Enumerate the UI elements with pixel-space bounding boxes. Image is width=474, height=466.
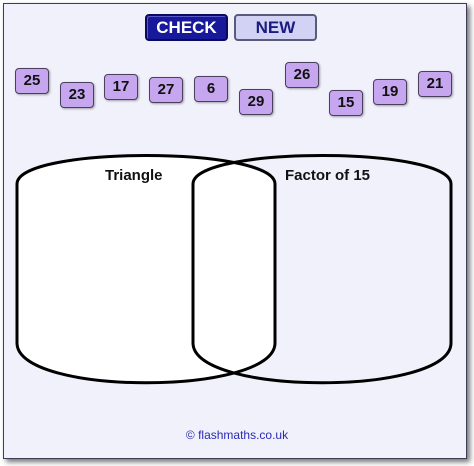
copyright-footer: © flashmaths.co.uk — [185, 428, 289, 442]
number-tile[interactable]: 29 — [239, 89, 273, 115]
number-tile[interactable]: 23 — [60, 82, 94, 108]
number-tile[interactable]: 17 — [104, 74, 138, 100]
number-tile[interactable]: 26 — [285, 62, 319, 88]
set-region-factor-of-15[interactable] — [191, 154, 453, 385]
check-button[interactable]: CHECK — [145, 14, 228, 41]
set-region-triangle[interactable] — [15, 154, 277, 385]
number-tile[interactable]: 19 — [373, 79, 407, 105]
number-tile[interactable]: 21 — [418, 71, 452, 97]
set-label-left: Triangle — [105, 167, 163, 184]
number-tile[interactable]: 6 — [194, 76, 228, 102]
number-tile[interactable]: 27 — [149, 77, 183, 103]
new-button[interactable]: NEW — [234, 14, 317, 41]
number-tile[interactable]: 15 — [329, 90, 363, 116]
number-tile[interactable]: 25 — [15, 68, 49, 94]
set-label-right: Factor of 15 — [285, 167, 371, 184]
